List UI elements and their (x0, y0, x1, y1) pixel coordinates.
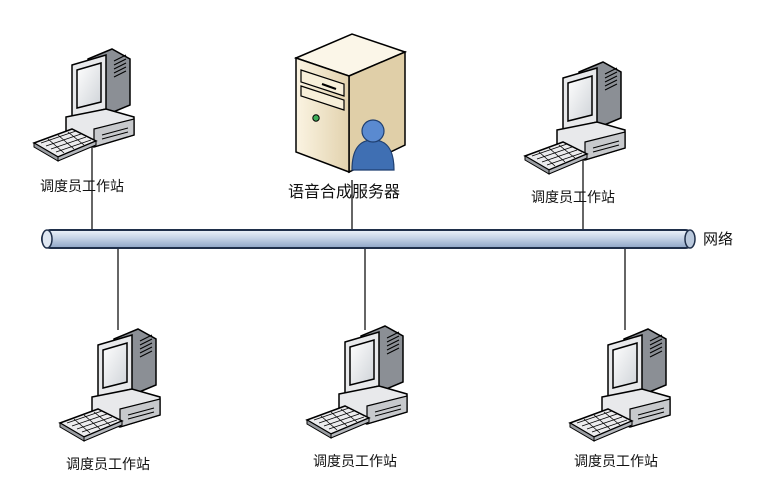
workstation-label-bottom-middle: 调度员工作站 (313, 454, 397, 470)
workstation-icon-bottom-middle (306, 325, 408, 439)
connector-lines (91, 140, 626, 330)
workstation-icon-top-right (524, 61, 626, 175)
server-icon (293, 33, 408, 174)
workstation-icon-top-left (33, 48, 135, 162)
user-icon (351, 119, 395, 171)
workstation-icon-bottom-left (59, 328, 161, 442)
workstation-icon-bottom-right (569, 328, 671, 442)
workstation-label-top-right: 调度员工作站 (531, 190, 615, 206)
network-label: 网络 (703, 230, 734, 248)
workstation-label-top-left: 调度员工作站 (40, 179, 124, 195)
workstation-label-bottom-right: 调度员工作站 (574, 454, 658, 470)
network-bus (41, 229, 696, 249)
server-label: 语音合成服务器 (288, 182, 401, 201)
workstation-label-bottom-left: 调度员工作站 (66, 457, 150, 473)
